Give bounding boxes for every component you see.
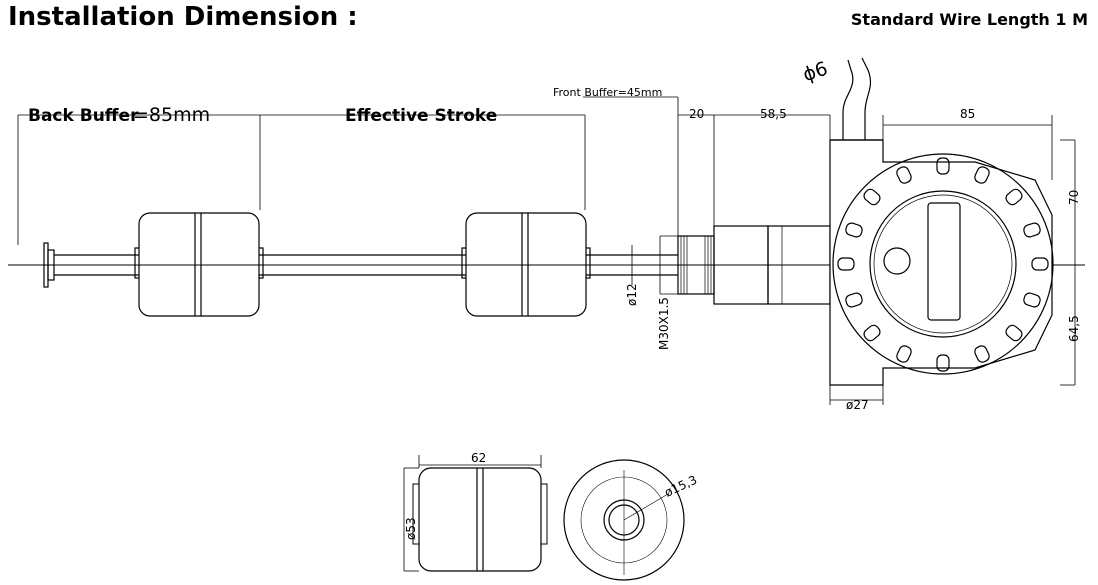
cable-left-edge	[842, 59, 854, 140]
dimension-lines	[17, 96, 1076, 405]
bolt-slot	[936, 157, 950, 175]
dim-64-5: 64,5	[1067, 315, 1081, 342]
bolt-slot	[1031, 257, 1049, 271]
dim-58-5: 58,5	[760, 107, 787, 121]
cover-outer-ring	[832, 153, 1054, 375]
bolt-slot	[974, 166, 990, 184]
bolt-slot	[974, 345, 990, 363]
bolt-slot	[845, 292, 863, 308]
dim-20: 20	[689, 107, 704, 121]
dim-85: 85	[960, 107, 975, 121]
float-end-view	[563, 459, 685, 581]
wire-diameter-label: ϕ6	[800, 58, 830, 87]
bolt-slot	[1023, 292, 1041, 308]
cable-right-edge	[861, 57, 872, 140]
front-buffer-label: Front Buffer=45mm	[553, 86, 662, 99]
wire-length-note: Standard Wire Length 1 M	[850, 10, 1088, 29]
bolt-slot	[837, 257, 855, 271]
page-title: Installation Dimension :	[8, 2, 358, 32]
effective-stroke-label: Effective Stroke	[345, 106, 497, 126]
back-buffer-value: =85mm	[133, 104, 210, 126]
dim-float-diameter: ø53	[404, 517, 418, 540]
dim-27: ø27	[846, 398, 869, 412]
bolt-slot	[896, 345, 912, 363]
dim-thread: M30X1.5	[657, 297, 671, 350]
float-side-view	[403, 455, 548, 572]
bolt-slot	[845, 222, 863, 238]
knob	[883, 247, 911, 275]
bolt-slot	[1005, 188, 1023, 206]
cover-inner-ring	[869, 190, 1017, 338]
display-window	[927, 202, 961, 321]
bolt-slot	[863, 188, 881, 206]
bolt-slot	[1023, 222, 1041, 238]
junction-box	[829, 139, 1053, 386]
dim-float-length: 62	[471, 451, 486, 465]
dim-70: 70	[1067, 190, 1081, 205]
bolt-slot	[863, 324, 881, 342]
dim-float-hole: ø15,3	[662, 473, 699, 500]
rod-end-clip	[47, 249, 55, 281]
bolt-slot	[1005, 324, 1023, 342]
back-buffer-label: Back Buffer	[28, 106, 139, 126]
bolt-slot	[896, 166, 912, 184]
bolt-slot	[936, 354, 950, 372]
dim-12: ø12	[625, 283, 639, 306]
